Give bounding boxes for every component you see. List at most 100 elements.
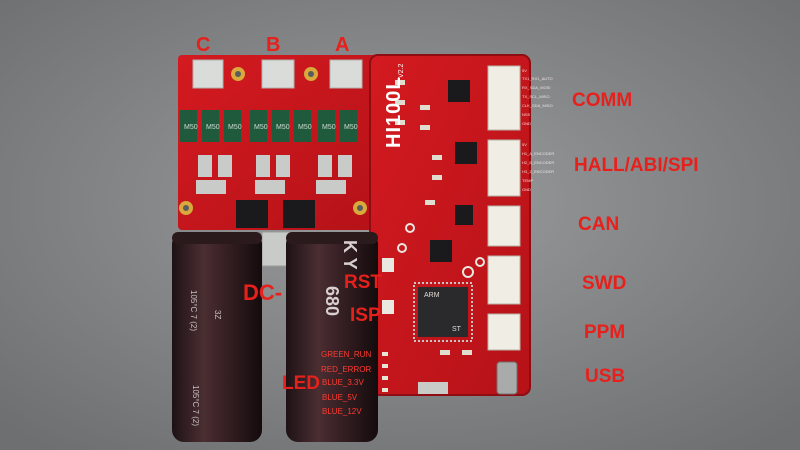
shunt-resistor <box>250 110 267 142</box>
comm-pin: RX_SDA_MOSI <box>522 85 551 90</box>
resistor <box>395 80 405 85</box>
connectors <box>487 65 521 351</box>
mosfet-pad <box>218 155 232 177</box>
label-usb: USB <box>585 366 626 387</box>
resistor <box>462 350 472 355</box>
label-comm: COMM <box>572 90 633 111</box>
connector-swd <box>487 255 521 305</box>
chip-vendor: ST <box>452 326 461 333</box>
led-item-blue-3v3: BLUE_3.3V <box>322 378 364 387</box>
control-board-edge <box>369 54 531 396</box>
comm-pin: 5V <box>522 68 527 73</box>
mosfet-pad <box>276 155 290 177</box>
shunt-marking: M50 <box>228 124 242 131</box>
component <box>462 266 474 278</box>
label-led: LED <box>282 373 320 394</box>
capacitor-right <box>286 232 378 442</box>
hall-pin: H1_A_ENCODER <box>522 151 555 156</box>
comm-pin: CLK_SDA_MISO <box>522 103 553 108</box>
shunt-resistor <box>294 110 311 142</box>
shunt-marking: M50 <box>322 124 336 131</box>
hall-pin: TEMP <box>522 178 534 183</box>
label-rst: RST <box>344 272 382 293</box>
shunt-marking: M50 <box>276 124 290 131</box>
usb-connector <box>496 361 518 395</box>
shunt-resistors <box>180 110 357 142</box>
label-swd: SWD <box>582 273 627 294</box>
mosfet <box>236 200 268 228</box>
shunt-resistor <box>224 110 241 142</box>
label-ppm: PPM <box>584 322 626 343</box>
resistor <box>425 200 435 205</box>
led <box>382 388 388 392</box>
mcu-chip <box>418 287 468 337</box>
chip-brand: ARM <box>424 292 440 299</box>
shunt-resistor <box>340 110 357 142</box>
mcu-pins <box>413 282 473 342</box>
shunt-resistor <box>180 110 197 142</box>
ic-small <box>448 80 470 102</box>
capacitor-value: 680 <box>322 286 342 317</box>
capacitor-brand: K Y <box>340 240 360 270</box>
connector-ppm <box>487 313 521 351</box>
led-item-blue-5v: BLUE_5V <box>322 393 358 402</box>
mount-hole <box>183 205 189 211</box>
board-title: HI100L <box>383 76 405 148</box>
connector-comm <box>487 65 521 131</box>
phase-label-a: A <box>335 34 350 56</box>
ic-small <box>430 240 452 262</box>
shunt-resistor <box>318 110 335 142</box>
mosfet-pad <box>338 155 352 177</box>
connector-hall <box>487 139 521 197</box>
shunt-marking: M50 <box>344 124 358 131</box>
resistor <box>395 100 405 105</box>
mount-hole <box>308 71 314 77</box>
ic-small <box>455 142 477 164</box>
phase-label-c: C <box>196 34 211 56</box>
leds <box>382 352 388 392</box>
shunt-marking: M50 <box>254 124 268 131</box>
resistor <box>432 175 442 180</box>
led <box>382 364 388 368</box>
phase-pads <box>192 59 363 89</box>
phase-pad-a <box>329 59 363 89</box>
resistor <box>440 350 450 355</box>
component <box>397 243 407 253</box>
mosfet-pad <box>316 180 346 194</box>
component <box>475 257 485 267</box>
resistor <box>420 125 430 130</box>
phase-pad-b <box>261 59 295 89</box>
crystal <box>418 382 448 394</box>
led-item-red-error: RED_ERROR <box>321 365 372 374</box>
resistor <box>432 155 442 160</box>
mosfet-pad <box>255 180 285 194</box>
led <box>382 376 388 380</box>
hall-pin: 5V <box>522 142 527 147</box>
mosfet-pad <box>318 155 332 177</box>
phase-pad-c <box>192 59 224 89</box>
mosfet-pads <box>196 155 352 194</box>
capacitor-rating: 105°C 7 (2) <box>189 290 198 331</box>
resistor <box>395 120 405 125</box>
capacitor-left <box>172 232 262 442</box>
hall-pin: H2_B_ENCODER <box>522 160 555 165</box>
comm-pin: TX1_RX1_AUTO <box>522 76 553 81</box>
button-isp <box>382 300 394 314</box>
label-dc-minus: DC- <box>243 280 283 305</box>
label-can: CAN <box>578 214 620 235</box>
control-components <box>382 80 518 395</box>
shunt-resistor <box>202 110 219 142</box>
comm-pin: TX_SCL_MISO <box>522 94 550 99</box>
led-item-blue-12v: BLUE_12V <box>322 407 362 416</box>
shunt-marking: M50 <box>184 124 198 131</box>
comm-pin: GND <box>522 121 531 126</box>
shunt-resistor <box>272 110 289 142</box>
component <box>405 223 415 233</box>
led <box>382 352 388 356</box>
mosfet-pad <box>256 155 270 177</box>
label-hall-abi-spi: HALL/ABI/SPI <box>574 155 699 176</box>
mosfet-pad <box>196 180 226 194</box>
capacitor-code: 3Z <box>213 310 222 320</box>
